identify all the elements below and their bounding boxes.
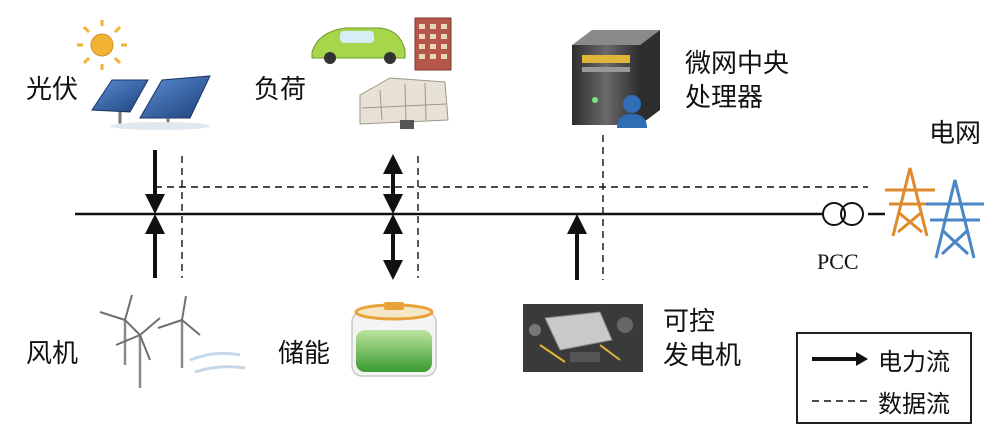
pv-label: 光伏 xyxy=(26,75,79,105)
car-building-house-icon xyxy=(311,17,452,129)
mgcc-label-line2: 处理器 xyxy=(685,83,764,113)
legend-power-flow-label: 电力流 xyxy=(878,347,950,376)
engine-icon xyxy=(523,304,643,372)
grid-label: 电网 xyxy=(929,119,982,149)
storage-label: 储能 xyxy=(278,339,331,369)
legend-data-flow-label: 数据流 xyxy=(878,389,950,418)
wind-turbine-icon xyxy=(99,294,246,388)
sun-icon xyxy=(77,20,127,70)
server-user-icon xyxy=(572,30,660,128)
power-tower-icon xyxy=(885,167,984,259)
power-flow-arrow-icon xyxy=(812,352,868,366)
transformer-icon xyxy=(822,202,864,226)
legend-power-flow: 电力流 xyxy=(810,344,950,376)
legend-data-flow: 数据流 xyxy=(810,386,950,418)
battery-icon xyxy=(351,302,437,377)
pcc-label: PCC xyxy=(817,249,859,274)
generator-label-line2: 发电机 xyxy=(663,341,742,371)
generator-label-line1: 可控 xyxy=(663,307,716,337)
data-flow-dash-icon xyxy=(812,400,868,402)
legend: 电力流 数据流 xyxy=(796,332,972,424)
wind-label: 风机 xyxy=(26,339,79,369)
load-label: 负荷 xyxy=(254,75,307,105)
mgcc-label-line1: 微网中央 xyxy=(685,49,790,79)
solar-panel-icon xyxy=(77,20,211,130)
